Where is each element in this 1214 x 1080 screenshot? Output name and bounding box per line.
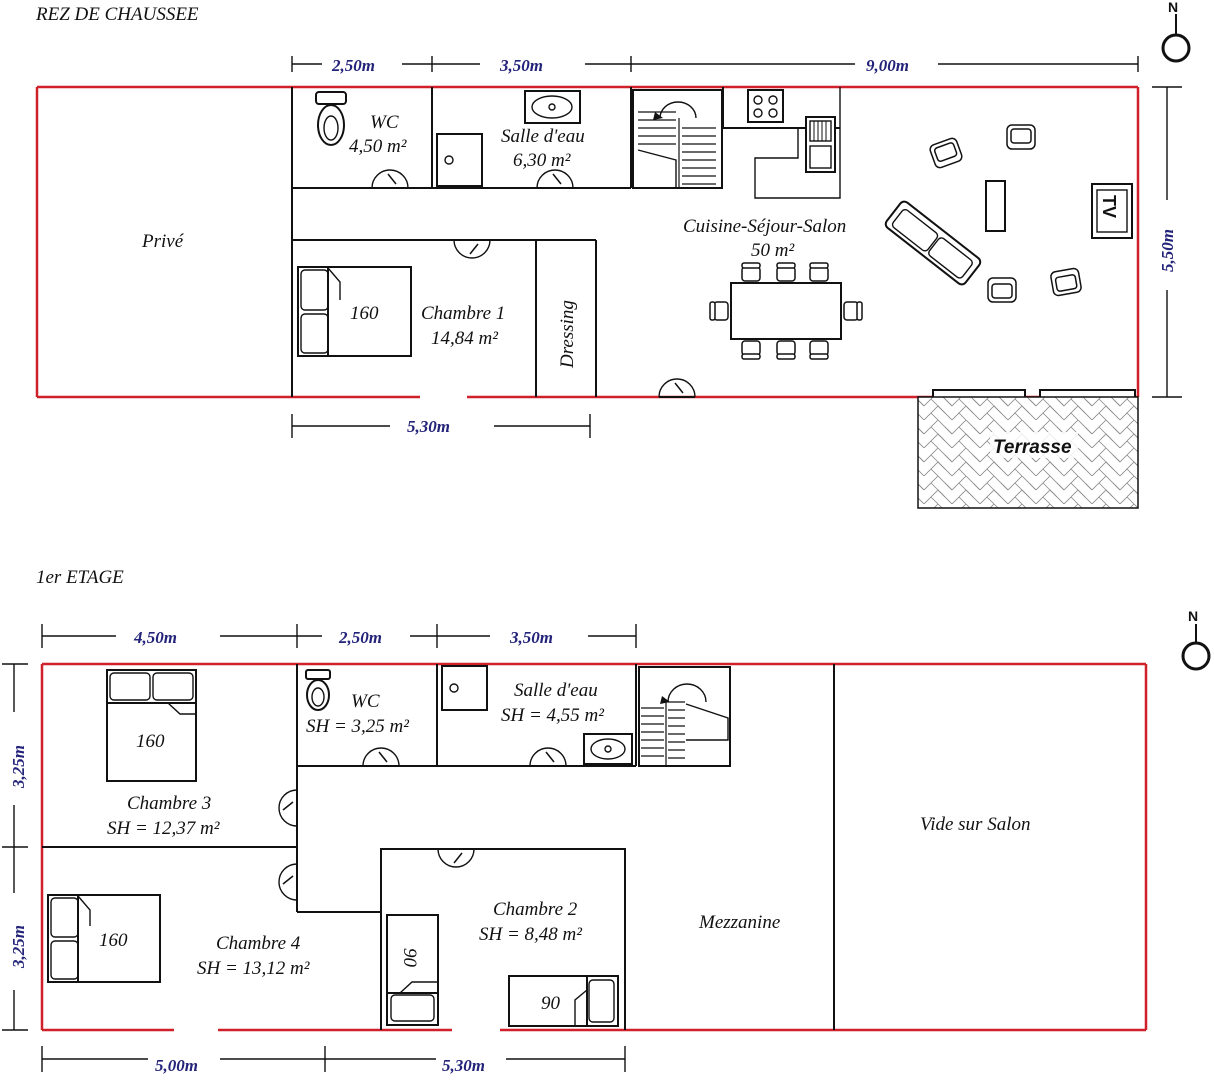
ground-outline [35,85,1140,399]
door-icon [362,747,400,767]
washbasin-icon [583,733,633,765]
sink-icon [805,116,836,173]
single-bed-icon [508,975,619,1027]
first-bath-name: Salle d'eau [514,680,598,701]
first-bed4-area: SH = 13,12 m² [197,958,310,979]
dim-ground-bath: 3,50m [499,56,543,75]
ground-bottom-dimension: 5,30m [291,414,591,438]
ground-bath-area: 6,30 m² [513,150,571,171]
door-icon [437,848,475,868]
door-icon [536,169,574,189]
door-icon [453,239,491,259]
single-bed-icon [386,914,439,1026]
dim-ground-bed1: 5,30m [407,417,450,436]
ground-bath-name: Salle d'eau [501,126,585,147]
first-left-dimensions: 3,25m 3,25m [2,663,28,1031]
dim-first-bed2: 5,30m [442,1056,485,1075]
ground-wc-name: WC [370,112,399,133]
first-bed4-name: Chambre 4 [216,933,301,954]
armchair-icon [1049,267,1083,297]
first-bed4-size: 160 [99,930,128,951]
door-icon [278,789,298,827]
dim-ground-wc: 2,50m [331,56,375,75]
ground-bed1-area: 14,84 m² [431,328,498,349]
ground-living-area: 50 m² [751,240,794,261]
tv-label: TV [1099,195,1119,218]
sofa-icon [884,200,982,286]
stove-icon [747,89,784,123]
double-bed-icon [297,266,412,357]
ground-floor-title: REZ DE CHAUSSEE [35,4,199,25]
first-bed2-size-a: 90 [399,948,420,968]
dim-ground-living: 9,00m [866,56,909,75]
first-bed2-name: Chambre 2 [493,899,578,920]
coffee-table-icon [985,180,1006,232]
tv-icon: TV [1091,183,1133,239]
shower-icon [441,665,488,711]
ground-bed1-name: Chambre 1 [421,303,505,324]
first-mezzanine: Mezzanine [698,912,780,933]
first-staircase [638,666,731,767]
door-icon [529,747,567,767]
compass-north-label: N [1168,0,1178,15]
ground-top-dimensions: 2,50m 3,50m 9,00m [291,56,1139,75]
terrace: Terrasse [917,396,1139,509]
toilet-icon [315,91,347,146]
first-floor-title: 1er ETAGE [36,567,124,588]
first-wc-name: WC [351,691,380,712]
dim-ground-depth: 5,50m [1158,229,1177,272]
door-icon [278,863,298,901]
dim-first-bed4: 5,00m [155,1056,198,1075]
dim-first-bed3-depth: 3,25m [9,745,28,789]
ground-walls [291,87,841,397]
first-bed3-size: 160 [136,731,165,752]
dining-table-icon [709,262,863,360]
armchair-icon [1006,124,1036,150]
compass-icon: N [1181,608,1211,671]
first-bed2-size-b: 90 [541,993,561,1014]
compass-icon: N [1161,0,1191,63]
door-icon [658,378,696,398]
dim-first-bed4-depth: 3,25m [9,925,28,969]
first-top-dimensions: 4,50m 2,50m 3,50m [41,624,637,648]
first-void: Vide sur Salon [920,814,1030,835]
ground-bed1-size: 160 [350,303,379,324]
dim-first-bed3: 4,50m [133,628,177,647]
compass-north-label: N [1188,608,1198,624]
double-bed-icon [106,669,197,782]
armchair-icon [927,136,965,170]
armchair-icon [987,277,1017,303]
dim-first-wc: 2,50m [338,628,382,647]
first-bed3-name: Chambre 3 [127,793,211,814]
first-bed2-area: SH = 8,48 m² [479,924,582,945]
ground-prive: Privé [141,231,185,252]
first-bottom-dimensions: 5,00m 5,30m [41,1046,626,1075]
ground-dressing: Dressing [557,300,578,369]
ground-wc-area: 4,50 m² [349,136,407,157]
first-bath-area: SH = 4,55 m² [501,705,604,726]
first-bed3-area: SH = 12,37 m² [107,818,220,839]
ground-staircase [632,89,723,189]
first-wc-area: SH = 3,25 m² [306,716,409,737]
double-bed-icon [47,894,161,983]
terrace-label: Terrasse [993,437,1072,458]
shower-icon [436,133,483,187]
door-icon [371,169,409,189]
washbasin-icon [524,90,581,124]
dim-first-bath: 3,50m [509,628,553,647]
ground-living-name: Cuisine-Séjour-Salon [683,216,846,237]
toilet-icon [305,669,331,711]
ground-right-dimension: 5,50m [1152,86,1182,398]
